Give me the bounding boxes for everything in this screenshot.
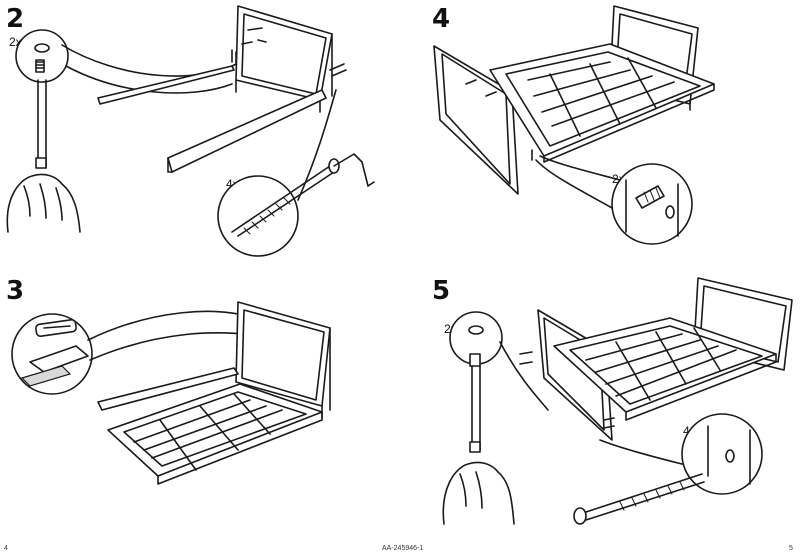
allen-key-icon <box>333 153 375 187</box>
shelf-pin-icon <box>625 179 679 237</box>
step-4-illustration <box>433 5 715 245</box>
page-number-left: 4 <box>4 545 8 552</box>
step-3-illustration <box>11 301 331 485</box>
sofa-frame-icon <box>231 5 333 113</box>
callout-leader <box>599 439 683 465</box>
step-5-illustration <box>442 277 793 525</box>
bolt-icon <box>231 158 340 237</box>
step-number-3: 3 <box>6 276 25 306</box>
callout-leader-upper <box>89 332 259 361</box>
slatted-base-icon <box>553 317 777 421</box>
rail-icon <box>97 63 347 173</box>
slatted-base-icon <box>107 383 323 485</box>
hand-icon <box>6 173 81 233</box>
callout-leader <box>297 89 337 201</box>
slatted-base-icon <box>489 43 715 163</box>
detail-magnifier-icon <box>217 175 299 257</box>
step-2-illustration <box>6 5 375 257</box>
callout-leader <box>499 341 549 411</box>
page-number-right: 5 <box>789 545 793 552</box>
step-number-4: 4 <box>432 4 451 34</box>
rail-icon <box>20 318 89 387</box>
dowel-icon <box>468 325 484 453</box>
sofa-frame-icon <box>97 301 331 419</box>
bolt-icon <box>573 425 751 525</box>
callout-leader <box>65 65 233 94</box>
callout-leader-upper <box>539 155 621 181</box>
step-number-2: 2 <box>6 4 25 34</box>
detail-magnifier-icon <box>611 163 693 245</box>
document-code: AA-245946-1 <box>382 545 424 552</box>
detail-magnifier-icon <box>15 29 69 83</box>
step-number-5: 5 <box>432 276 451 306</box>
dowel-icon <box>34 43 50 169</box>
callout-leader <box>535 159 613 209</box>
hand-icon <box>442 461 515 525</box>
